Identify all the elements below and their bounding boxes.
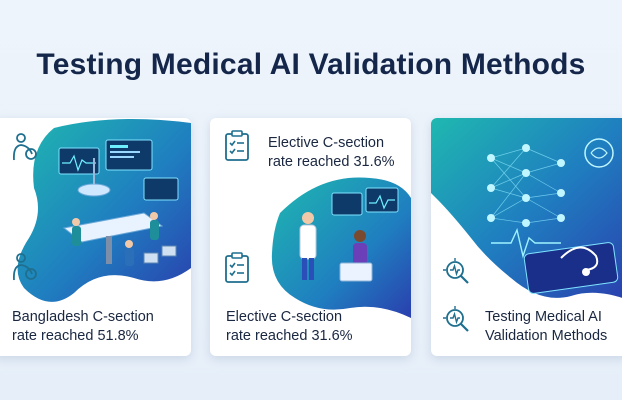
card-bottom-caption: Elective C-section rate reached 31.6% (226, 308, 353, 346)
ai-search-icon (443, 258, 469, 284)
card-bangladesh-csection: Bangladesh C-section rate reached 51.8% (0, 118, 191, 356)
clipboard-checklist-icon (225, 130, 249, 161)
ai-search-icon (443, 306, 469, 332)
mother-baby-icon (12, 133, 37, 161)
caption-line: Bangladesh C-section (12, 309, 154, 325)
card-medical-ai-validation: Testing Medical AI Validation Methods (431, 118, 622, 356)
card-elective-csection: Elective C-section rate reached 31.6% El… (210, 118, 411, 356)
clipboard-checklist-icon (225, 252, 249, 283)
neural-network-illustration (431, 118, 622, 298)
card-caption: Bangladesh C-section rate reached 51.8% (12, 308, 154, 346)
caption-line: rate reached 31.6% (268, 154, 395, 170)
caption-line: Elective C-section (268, 135, 385, 151)
caption-line: Validation Methods (485, 328, 608, 344)
caption-line: rate reached 31.6% (226, 328, 353, 344)
page-title: Testing Medical AI Validation Methods (36, 48, 586, 81)
doctor-patient-illustration (271, 177, 411, 318)
caption-line: rate reached 51.8% (12, 328, 139, 344)
hospital-illustration (17, 119, 191, 302)
mother-baby-icon (12, 253, 37, 281)
caption-line: Elective C-section (226, 309, 343, 325)
card-caption: Testing Medical AI Validation Methods (485, 308, 607, 346)
caption-line: Testing Medical AI (485, 309, 602, 325)
card-top-caption: Elective C-section rate reached 31.6% (268, 134, 395, 172)
